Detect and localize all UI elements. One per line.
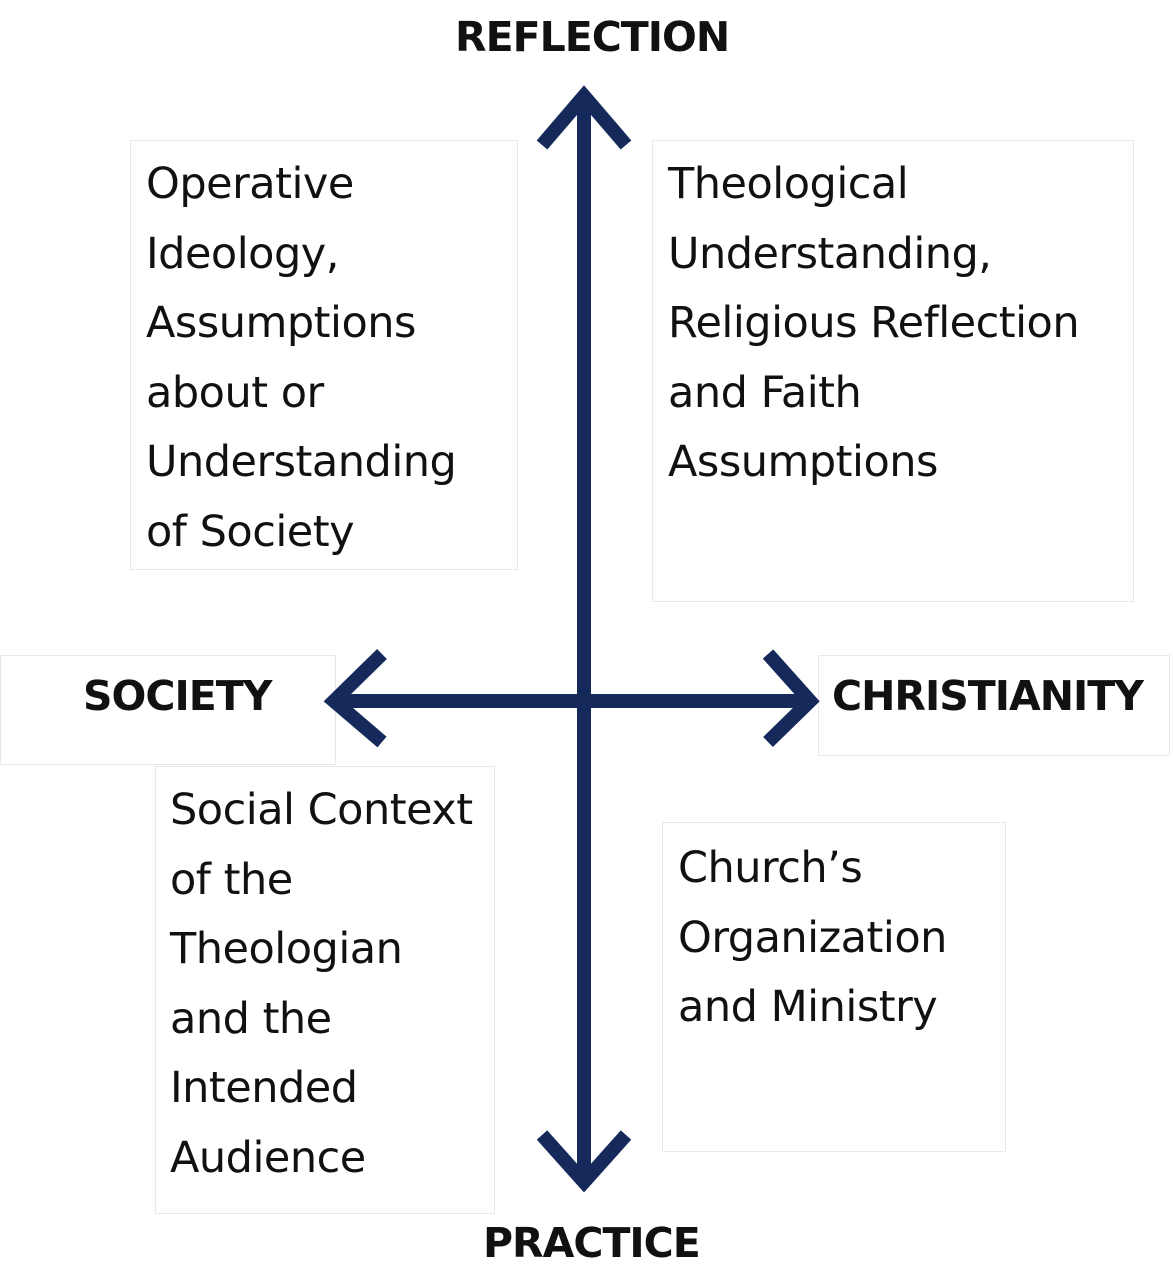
quadrant-box-top-right	[652, 140, 1134, 602]
arrowhead-right	[762, 649, 820, 748]
quadrant-text-bottom-right: Church’s Organization and Ministry	[678, 843, 947, 1032]
quadrant-text-top-left: Operative Ideology, Assumptions about or…	[146, 159, 457, 557]
axis-label-reflection: REFLECTION	[455, 13, 730, 61]
arrowhead-up	[536, 85, 632, 150]
quadrant-box-bottom-left	[155, 766, 495, 1214]
vertical-axis-arrow	[536, 85, 632, 1193]
axis-label-practice: PRACTICE	[483, 1219, 701, 1267]
axis-label-society: SOCIETY	[83, 672, 272, 720]
axis-label-box-right	[818, 655, 1170, 756]
quadrant-text-bottom-left: Social Context of the Theologian and the…	[170, 785, 473, 1183]
arrowhead-left	[323, 648, 387, 748]
horizontal-axis-arrow	[323, 648, 820, 748]
quadrant-box-bottom-right	[662, 822, 1006, 1152]
axis-label-box-left	[0, 655, 336, 765]
arrowhead-down	[536, 1130, 632, 1193]
quadrant-text-top-right: Theological Understanding, Religious Ref…	[668, 159, 1080, 487]
quadrant-box-top-left	[130, 140, 518, 570]
axis-label-christianity: CHRISTIANITY	[832, 672, 1144, 720]
